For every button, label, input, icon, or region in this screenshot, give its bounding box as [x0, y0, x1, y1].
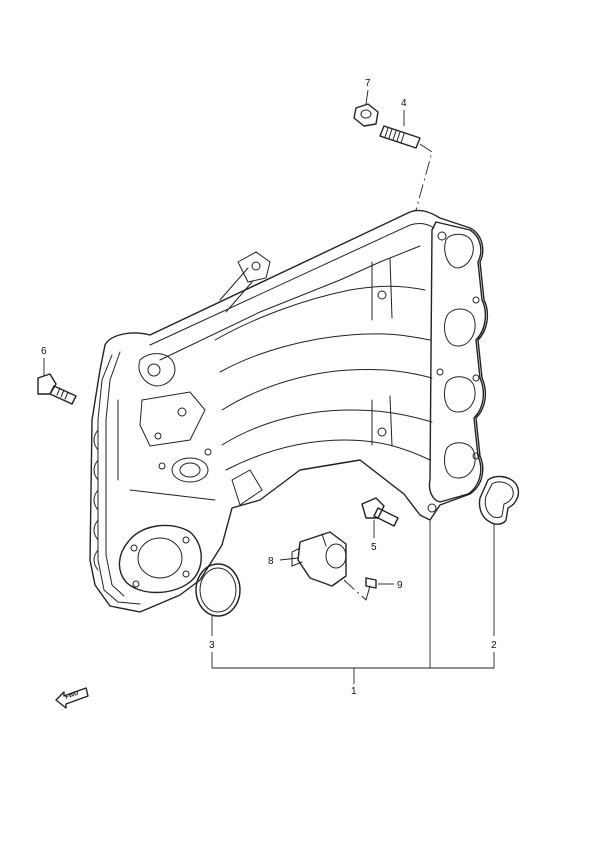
callout-3: 3 — [209, 640, 215, 651]
callout-8: 8 — [268, 556, 274, 567]
callout-5: 5 — [371, 542, 377, 553]
stud-bolt — [379, 125, 421, 149]
callout-4: 4 — [401, 98, 407, 109]
flange-bolt — [37, 373, 77, 405]
callout-9: 9 — [397, 580, 403, 591]
fwd-arrow-icon — [55, 687, 89, 709]
callout-2: 2 — [491, 640, 497, 651]
callout-6: 6 — [41, 346, 47, 357]
callout-1: 1 — [351, 686, 357, 697]
intake-air-temp-sensor — [291, 531, 347, 587]
hex-bolt — [361, 497, 399, 527]
callout-7: 7 — [365, 78, 371, 89]
o-ring — [195, 563, 241, 617]
fwd-direction-marker: FWD — [55, 687, 89, 709]
manifold-gasket — [478, 475, 520, 525]
hex-nut — [353, 103, 379, 127]
screw — [365, 577, 377, 601]
leader-lines — [43, 89, 495, 684]
intake-manifold — [89, 209, 489, 613]
fwd-label: FWD — [65, 690, 81, 701]
